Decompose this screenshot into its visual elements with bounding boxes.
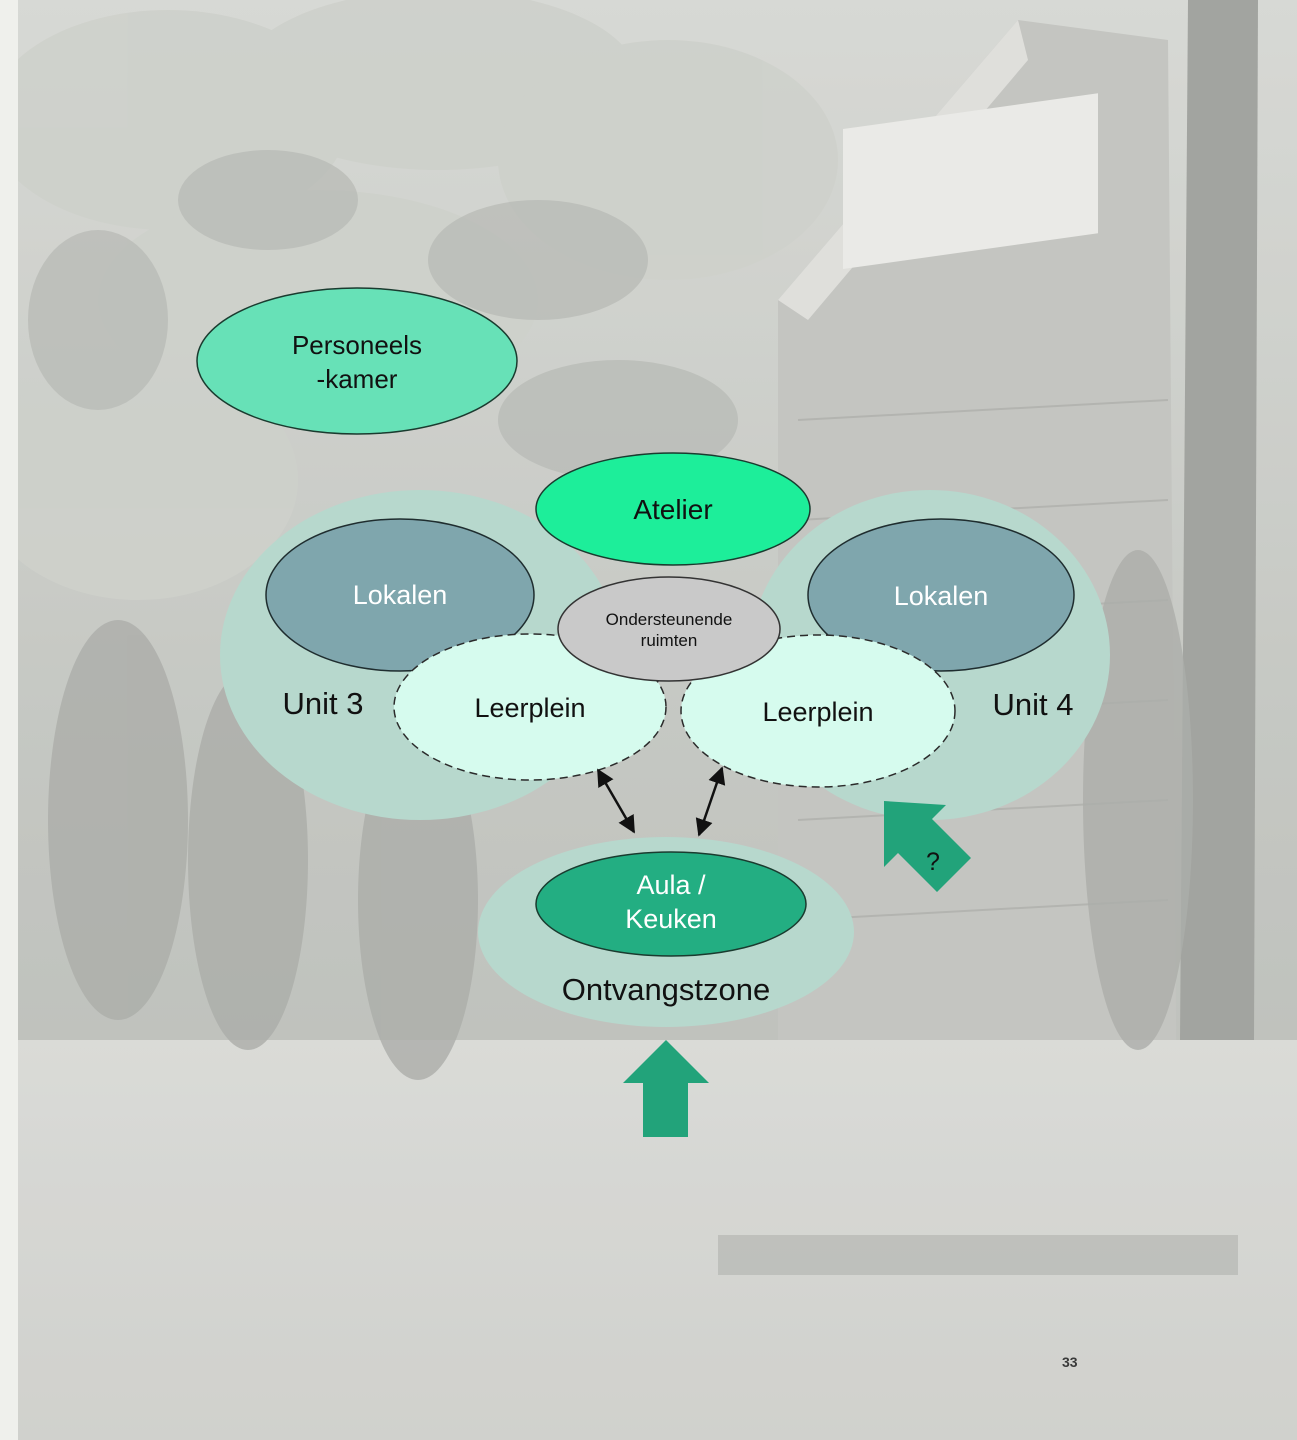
unit4-leerplein — [680, 634, 956, 788]
unit3-lokalen — [265, 518, 535, 672]
aula-keuken — [535, 851, 807, 957]
personeelskamer-label-1: Personeels — [292, 330, 422, 360]
ondersteunende-label-1: Ondersteunende — [606, 610, 733, 629]
side-entrance-question-mark: ? — [926, 848, 940, 876]
page-number: 33 — [1062, 1354, 1078, 1370]
connector-arrow-left — [596, 768, 636, 834]
unit3-label: Unit 3 — [283, 686, 364, 721]
unit3-lokalen-label: Lokalen — [353, 580, 448, 610]
unit4-lokalen — [807, 518, 1075, 672]
unit3-leerplein-label: Leerplein — [474, 693, 585, 723]
unit4-lokalen-label: Lokalen — [894, 581, 989, 611]
personeelskamer — [196, 287, 518, 435]
main-entrance-arrow — [623, 1040, 709, 1137]
connector-arrow-right — [695, 766, 726, 837]
aula-label-1: Aula / — [636, 870, 706, 900]
unit4-label: Unit 4 — [993, 687, 1074, 722]
ontvangstzone-label: Ontvangstzone — [562, 972, 771, 1007]
side-entrance-arrow — [884, 801, 971, 892]
ondersteunende-label-2: ruimten — [641, 631, 698, 650]
ondersteunende-ruimten — [557, 576, 781, 682]
unit3-leerplein — [393, 633, 667, 781]
personeelskamer-label-2: -kamer — [317, 364, 398, 394]
atelier — [535, 452, 811, 566]
atelier-label: Atelier — [633, 494, 712, 525]
unit4-leerplein-label: Leerplein — [762, 697, 873, 727]
aula-label-2: Keuken — [625, 904, 717, 934]
